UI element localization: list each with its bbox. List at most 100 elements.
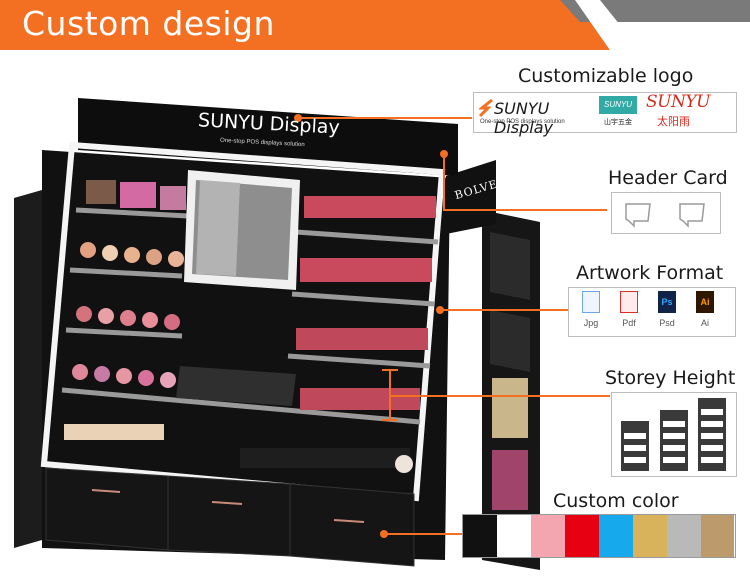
pdf-file-icon <box>620 291 638 313</box>
customizable-logo-title: Customizable logo <box>518 65 694 87</box>
swatch-red[interactable] <box>565 515 599 557</box>
storey-bars-icon <box>621 398 726 471</box>
callout-dot-header <box>440 150 448 158</box>
right-poster <box>492 378 528 438</box>
bottom-products <box>240 448 410 468</box>
storey-bar-tall-slot-5 <box>701 457 723 463</box>
lipstick-row-3 <box>296 328 428 350</box>
cream-jar <box>395 455 413 473</box>
storey-height-title: Storey Height <box>605 367 736 389</box>
storey-bar-medium <box>660 410 688 471</box>
swatch-wood[interactable] <box>701 515 734 557</box>
format-pdf-label: Pdf <box>622 318 636 328</box>
drawer-handle-3 <box>333 519 365 523</box>
storey-bar-short-slot-2 <box>624 445 646 451</box>
drawer-3 <box>289 483 415 567</box>
swatch-white[interactable] <box>497 515 531 557</box>
blush-6 <box>72 364 88 380</box>
right-shelf-block-2 <box>490 310 530 372</box>
storey-bar-tall-slot-3 <box>701 433 723 439</box>
blush-2 <box>98 308 114 324</box>
storey-height-box <box>611 392 737 477</box>
storey-bar-tall-slot-1 <box>701 409 723 415</box>
artwork-format-box: Jpg Pdf Ps Psd Ai Ai <box>568 287 736 337</box>
header-card-icon-right <box>679 203 705 228</box>
format-ai-label: Ai <box>700 318 709 328</box>
right-shelf-block-1 <box>490 232 530 300</box>
storey-bar-medium-slot-1 <box>663 421 685 427</box>
shelf-1-left <box>75 207 189 219</box>
lipstick-row-4 <box>300 388 420 410</box>
storey-bar-tall-slot-4 <box>701 445 723 451</box>
logo-sunyu-display: SUNYU Display One-stop POS displays solu… <box>478 97 594 137</box>
swatch-gold[interactable] <box>633 515 667 557</box>
header-card-box <box>611 192 721 234</box>
white-frame <box>40 141 446 502</box>
storey-bar-medium-slot-2 <box>663 433 685 439</box>
blush-4 <box>142 312 158 328</box>
color-swatch-strip <box>462 514 736 558</box>
callout-dot-logo <box>294 114 302 122</box>
foundation-row <box>64 424 164 440</box>
blush-1 <box>76 306 92 322</box>
lipstick-row-2 <box>300 258 432 282</box>
callout-dot-color <box>380 530 388 538</box>
sunyu-swoosh-icon <box>479 99 493 117</box>
drawer-2 <box>167 475 291 557</box>
storey-bar-medium-slot-4 <box>663 457 685 463</box>
banner-title: Custom design <box>22 4 275 43</box>
top-banner: Custom design <box>0 0 750 50</box>
logo-sunyu-display-tagline: One-stop POS displays solution <box>480 119 565 125</box>
storey-bar-short <box>621 421 649 471</box>
blush-7 <box>94 366 110 382</box>
format-psd-label: Psd <box>659 318 675 328</box>
shelf-1-right <box>295 229 439 245</box>
blush-8 <box>116 368 132 384</box>
compact-1 <box>80 242 96 258</box>
shelf-2-right <box>291 291 435 307</box>
compact-4 <box>146 249 162 265</box>
blush-9 <box>138 370 154 386</box>
logo-sunyu-solar-name: SUNYU <box>646 92 710 112</box>
banner-stripe <box>575 0 640 50</box>
compact-5 <box>168 251 184 267</box>
storey-bar-short-slot-1 <box>624 433 646 439</box>
drawer-1 <box>45 467 169 551</box>
center-tray <box>176 366 296 406</box>
shelf-2-left <box>69 267 183 279</box>
blush-10 <box>160 372 176 388</box>
banner-shape <box>0 0 750 50</box>
banner-orange-bar <box>0 0 610 50</box>
shelf-3-left <box>65 327 183 339</box>
header-card-title: Header Card <box>608 167 728 189</box>
storey-bar-short-slot-3 <box>624 457 646 463</box>
swatch-blue[interactable] <box>599 515 633 557</box>
logo-sunyu-hardware-tagline: 山宇五金 <box>604 119 632 126</box>
swatch-pink[interactable] <box>531 515 565 557</box>
compact-2 <box>102 245 118 261</box>
palette-3 <box>160 186 186 210</box>
logo-sunyu-hardware-name: SUNYU <box>599 96 637 114</box>
palette-1 <box>86 180 116 204</box>
callout-lines <box>294 114 610 538</box>
ai-file-icon: Ai <box>696 291 714 313</box>
blush-5 <box>164 314 180 330</box>
swatch-black[interactable] <box>463 515 497 557</box>
right-palette-poster <box>492 450 528 510</box>
drawer-handle-1 <box>91 489 121 493</box>
lipstick-row-1 <box>304 196 436 218</box>
callout-line-header <box>443 154 607 211</box>
blush-3 <box>120 310 136 326</box>
side-header-card <box>446 160 496 234</box>
palette-2 <box>120 182 156 208</box>
left-side-panel <box>14 190 42 548</box>
swatch-silver[interactable] <box>667 515 701 557</box>
storey-bar-tall-slot-2 <box>701 421 723 427</box>
logo-options-box: SUNYU Display One-stop POS displays solu… <box>473 92 737 137</box>
logo-sunyu-solar-tagline: 太阳雨 <box>657 116 690 128</box>
header-card-icon <box>625 203 705 228</box>
compact-3 <box>124 247 140 263</box>
callout-dot-artwork <box>436 306 444 314</box>
